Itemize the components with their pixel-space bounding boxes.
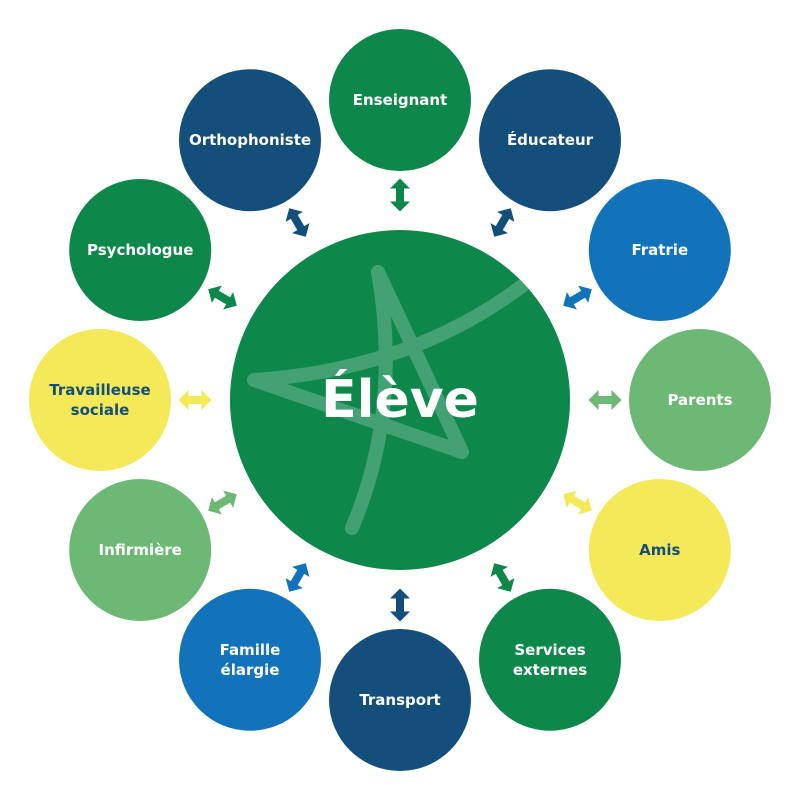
- arrow-parents-icon: [588, 390, 622, 410]
- node-educateur-circle: [479, 69, 621, 212]
- arrow-famille-elargie-icon: [285, 563, 310, 592]
- node-educateur: Éducateur: [479, 69, 621, 212]
- node-parents-label-line: Parents: [667, 391, 732, 409]
- node-famille-elargie-circle: [179, 588, 321, 731]
- node-fratrie-label: Fratrie: [631, 241, 688, 259]
- node-educateur-label-line: Éducateur: [507, 130, 594, 149]
- node-fratrie: Fratrie: [588, 179, 731, 321]
- node-infirmiere-label-line: Infirmière: [99, 541, 182, 559]
- node-services-externes: Services externes: [479, 588, 621, 731]
- node-famille-elargie-label-line: élargie: [221, 661, 280, 679]
- node-famille-elargie-label: Famille élargie: [220, 641, 281, 679]
- node-parents: Parents: [629, 329, 771, 471]
- arrows-layer: [178, 178, 622, 622]
- arrow-fratrie-icon: [563, 285, 592, 310]
- node-transport-label-line: Transport: [359, 691, 440, 709]
- node-infirmiere: Infirmière: [69, 479, 212, 621]
- node-services-externes-label: Services externes: [513, 641, 587, 679]
- node-travailleuse-sociale-label: Travailleuse sociale: [49, 381, 150, 419]
- node-parents-label: Parents: [667, 391, 732, 409]
- node-transport-circle: [329, 629, 471, 771]
- node-orthophoniste-label-line: Orthophoniste: [189, 131, 311, 149]
- node-fratrie-circle: [588, 179, 731, 321]
- node-psychologue-circle: [69, 179, 212, 321]
- node-parents-circle: [629, 329, 771, 471]
- node-travailleuse-sociale-label-line: Travailleuse: [49, 381, 150, 399]
- node-amis: Amis: [588, 479, 731, 621]
- arrow-transport-icon: [390, 588, 410, 622]
- arrow-amis-icon: [563, 490, 592, 515]
- node-orthophoniste-label: Orthophoniste: [189, 131, 311, 149]
- node-amis-label: Amis: [639, 541, 680, 559]
- node-transport: Transport: [329, 629, 471, 771]
- node-services-externes-label-line: externes: [513, 661, 587, 679]
- node-famille-elargie-label-line: Famille: [220, 641, 281, 659]
- node-transport-label: Transport: [359, 691, 440, 709]
- center-circle: [230, 230, 570, 570]
- node-fratrie-label-line: Fratrie: [631, 241, 688, 259]
- node-travailleuse-sociale-label-line: sociale: [71, 401, 130, 419]
- node-psychologue-label-line: Psychologue: [87, 241, 193, 259]
- arrow-enseignant-icon: [390, 178, 410, 212]
- node-enseignant: Enseignant: [329, 29, 471, 171]
- node-amis-label-line: Amis: [639, 541, 680, 559]
- node-educateur-label: Éducateur: [507, 130, 594, 149]
- arrow-educateur-icon: [490, 208, 515, 237]
- node-travailleuse-sociale-circle: [29, 329, 171, 471]
- nodes-layer: EnseignantÉducateurFratrieParentsAmisSer…: [29, 29, 771, 771]
- node-infirmiere-circle: [69, 479, 212, 621]
- arrow-psychologue-icon: [208, 285, 237, 310]
- node-enseignant-circle: [329, 29, 471, 171]
- node-enseignant-label-line: Enseignant: [353, 91, 448, 109]
- star-watermark-icon: [247, 265, 529, 535]
- center-node: Élève: [230, 230, 570, 570]
- node-services-externes-circle: [479, 588, 621, 731]
- arrow-infirmiere-icon: [208, 490, 237, 515]
- node-famille-elargie: Famille élargie: [179, 588, 321, 731]
- node-orthophoniste-circle: [179, 69, 321, 212]
- node-services-externes-label-line: Services: [514, 641, 585, 659]
- node-psychologue: Psychologue: [69, 179, 212, 321]
- node-amis-circle: [588, 479, 731, 621]
- node-enseignant-label: Enseignant: [353, 91, 448, 109]
- arrow-services-externes-icon: [490, 563, 515, 592]
- arrow-travailleuse-sociale-icon: [178, 390, 212, 410]
- node-infirmiere-label: Infirmière: [99, 541, 182, 559]
- node-orthophoniste: Orthophoniste: [179, 69, 321, 212]
- arrow-orthophoniste-icon: [285, 208, 310, 237]
- node-travailleuse-sociale: Travailleuse sociale: [29, 329, 171, 471]
- node-psychologue-label: Psychologue: [87, 241, 193, 259]
- center-label: Élève: [321, 369, 479, 430]
